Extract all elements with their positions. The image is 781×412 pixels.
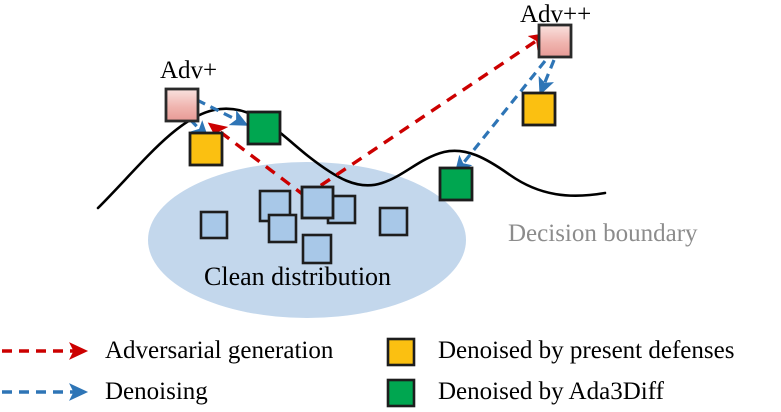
- decision-boundary-curve: [96, 107, 607, 210]
- clean-square: [199, 210, 229, 240]
- green-denoised-square: [246, 110, 282, 146]
- legend-label-denoised-ada3diff: Denoised by Ada3Diff: [438, 378, 664, 405]
- clean-square: [300, 185, 335, 220]
- legend-label-adversarial-generation: Adversarial generation: [105, 337, 334, 364]
- legend-label-denoising: Denoising: [105, 378, 208, 405]
- clean-distribution-label: Clean distribution: [204, 262, 392, 291]
- green-denoised-square: [438, 166, 474, 202]
- denoising-arrow-advpp-to-green: [454, 60, 547, 174]
- orange-denoised-square: [521, 91, 557, 127]
- adversarial-generation-path: [207, 122, 307, 198]
- adv-plusplus-square: [537, 23, 573, 59]
- legend-label-denoised-present-defenses: Denoised by present defenses: [438, 337, 735, 364]
- adversarial-generation-path: [304, 32, 549, 198]
- clean-sample-squares: [199, 189, 409, 265]
- denoising-arrow-advplus-to-green: [196, 98, 249, 126]
- decision-boundary-label: Decision boundary: [508, 220, 698, 247]
- adv-plus-square: [164, 87, 200, 123]
- clean-square: [301, 233, 333, 265]
- adv-plus-label: Adv+: [160, 57, 218, 84]
- legend-orange-swatch: [386, 337, 416, 367]
- clean-square: [267, 213, 298, 244]
- clean-square: [378, 206, 409, 237]
- denoising-arrow-advpp-to-orange: [538, 59, 556, 96]
- legend-green-swatch: [386, 378, 416, 408]
- adv-plusplus-label: Adv++: [520, 1, 592, 28]
- orange-denoised-square: [188, 131, 224, 167]
